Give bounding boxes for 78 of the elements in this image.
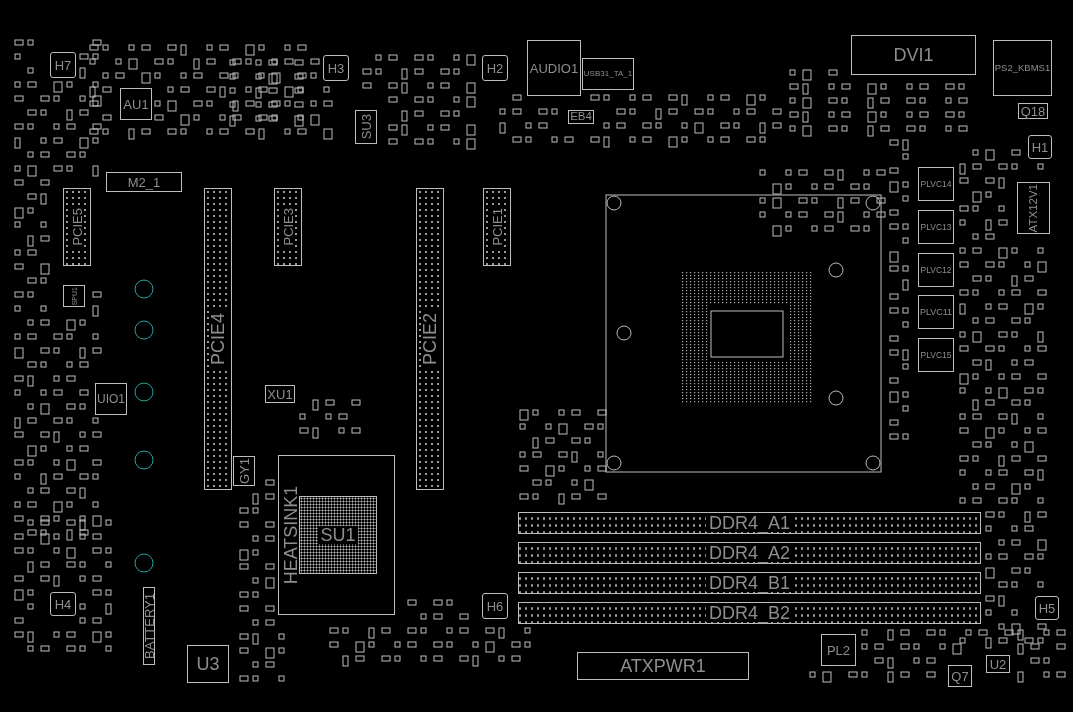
component-footprint — [918, 167, 954, 201]
reference-designator: DVI1 — [893, 46, 934, 64]
reference-designator: PLVC12 — [920, 265, 952, 275]
component-footprint — [527, 40, 581, 96]
reference-designator: AUDIO1 — [529, 61, 579, 75]
reference-designator: PCIE3 — [281, 206, 295, 248]
reference-designator: GY1 — [237, 458, 251, 484]
component-footprint — [323, 55, 349, 81]
component-footprint — [187, 645, 229, 683]
reference-designator: UIO1 — [97, 393, 125, 405]
component-footprint — [918, 253, 954, 287]
component-footprint — [518, 542, 981, 564]
component-footprint — [299, 496, 377, 574]
component-footprint — [577, 652, 749, 680]
reference-designator: AU1 — [123, 97, 149, 111]
component-footprint — [582, 58, 634, 90]
component-footprint — [918, 210, 954, 244]
reference-designator: H3 — [327, 61, 345, 75]
reference-designator: EB4 — [570, 111, 592, 123]
reference-designator: PL2 — [826, 643, 851, 657]
reference-designator: H7 — [54, 58, 72, 72]
reference-designator: PCIE5 — [70, 206, 84, 248]
reference-designator: BATTERY1 — [142, 593, 156, 659]
component-footprint — [918, 295, 954, 329]
reference-designator: PLVC14 — [920, 179, 952, 189]
component-footprint — [518, 512, 981, 534]
reference-designator: XU1 — [267, 387, 293, 401]
reference-designator: PLVC13 — [920, 222, 952, 232]
reference-designator: SU1 — [318, 526, 358, 544]
component-footprint — [63, 285, 85, 307]
component-footprint — [918, 338, 954, 372]
reference-designator: PCIE4 — [209, 311, 227, 367]
reference-designator: ATX12V1 — [1027, 183, 1040, 233]
component-footprint — [993, 40, 1052, 96]
reference-designator: PLVC11 — [919, 307, 953, 317]
component-footprint — [483, 188, 511, 266]
reference-designator: Q18 — [1020, 104, 1046, 118]
reference-designator: HEATSINK1 — [282, 485, 300, 585]
component-footprint — [518, 572, 981, 594]
component-footprint — [278, 455, 395, 615]
reference-designator: USB31_TA_1 — [583, 70, 633, 78]
reference-designator: H4 — [54, 597, 72, 611]
reference-designator: PS2_KBMS1 — [994, 63, 1051, 73]
reference-designator: Q7 — [951, 669, 969, 683]
component-footprint — [63, 188, 91, 266]
reference-designator: DDR4_A1 — [705, 514, 793, 532]
component-footprint — [120, 88, 152, 120]
reference-designator: M2_1 — [127, 175, 161, 189]
reference-designator: H5 — [1038, 601, 1056, 615]
reference-designator: DDR4_A2 — [705, 544, 793, 562]
reference-designator: H1 — [1031, 140, 1049, 154]
reference-designator: SU3 — [359, 114, 373, 140]
reference-designator: PCIE2 — [421, 311, 439, 367]
reference-designator: ATXPWR1 — [620, 657, 706, 675]
component-footprint — [106, 172, 182, 192]
reference-designator: U2 — [989, 657, 1007, 671]
component-footprint — [482, 593, 508, 619]
component-footprint — [821, 634, 856, 666]
component-footprint — [851, 35, 976, 75]
component-footprint — [416, 188, 444, 490]
reference-designator: H6 — [486, 599, 504, 613]
component-footprint — [50, 592, 76, 616]
reference-designator: H2 — [486, 61, 504, 75]
reference-designator: PLVC15 — [920, 350, 952, 360]
reference-designator: PCIE1 — [490, 206, 504, 248]
reference-designator: DDR4_B1 — [705, 574, 793, 592]
reference-designator: DDR4_B2 — [705, 604, 793, 622]
component-footprint — [1035, 596, 1059, 620]
component-footprint — [518, 602, 981, 624]
component-footprint — [204, 188, 232, 490]
component-footprint — [274, 188, 302, 266]
component-footprint — [1017, 182, 1050, 234]
component-footprint — [1028, 135, 1052, 159]
component-footprint — [143, 587, 155, 665]
component-footprint — [95, 383, 127, 415]
component-footprint — [482, 55, 508, 81]
component-footprint — [50, 52, 76, 78]
reference-designator: U3 — [196, 655, 220, 673]
